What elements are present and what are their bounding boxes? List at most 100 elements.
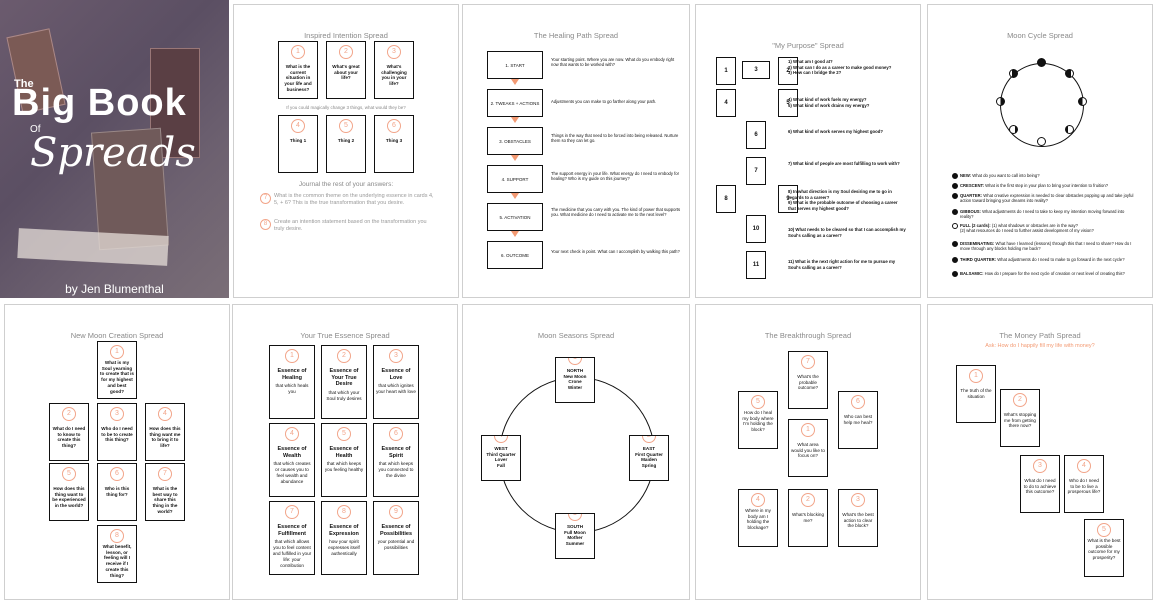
page-title: Your True Essence Spread bbox=[300, 331, 390, 340]
purpose-question: 1) What am I good at? 2) What can I do a… bbox=[788, 59, 892, 76]
gibbous-moon-icon bbox=[952, 209, 958, 215]
new-moon-icon bbox=[1037, 58, 1046, 67]
gibbous-moon-icon bbox=[1065, 125, 1074, 134]
purpose-question: 6) What kind of work serves my highest g… bbox=[788, 129, 884, 134]
page-title: "My Purpose" Spread bbox=[772, 41, 844, 50]
purpose-question: 7) What kind of people are most fulfilli… bbox=[788, 161, 900, 166]
purpose-question: 11) What is the next right action for me… bbox=[788, 259, 896, 270]
healing-step-box: 2. TWEAKS + ACTIONS bbox=[487, 89, 543, 117]
phase-legend-item: QUARTER: What creative expression is nee… bbox=[952, 193, 1136, 204]
page-title: Moon Cycle Spread bbox=[1007, 31, 1073, 40]
page-title: The Money Path Spread bbox=[999, 331, 1081, 340]
healing-step-desc: The medicine that you carry with you. Th… bbox=[551, 207, 681, 218]
phase-legend-item: BALSAMIC: How do I prepare for the next … bbox=[952, 271, 1136, 277]
cover-title-of: Of bbox=[30, 124, 41, 135]
moon-cycle-page[interactable]: Moon Cycle Spread NEW: What do you want … bbox=[927, 4, 1153, 298]
down-arrow-icon bbox=[511, 155, 519, 161]
healing-step-desc: Adjustments you can make to go farther a… bbox=[551, 99, 657, 104]
phase-legend-item: DISSEMINATING: What have I learned (less… bbox=[952, 241, 1136, 252]
position-box: 2 bbox=[778, 57, 798, 85]
balsamic-moon-icon bbox=[1009, 69, 1018, 78]
healing-step-desc: Things in the way that need to be forced… bbox=[551, 133, 679, 144]
cover-author: by Jen Blumenthal bbox=[65, 282, 164, 296]
position-box: 11 bbox=[746, 251, 766, 279]
page-title: Inspired Intention Spread bbox=[304, 31, 388, 40]
position-box: 4 bbox=[716, 89, 736, 117]
mid-prompt: If you could magically change 3 things, … bbox=[286, 105, 406, 110]
my-purpose-page[interactable]: "My Purpose" Spread 1 3 2 4 5 6 7 8 9 10… bbox=[695, 4, 921, 298]
new-moon-icon bbox=[952, 173, 958, 179]
healing-step-box: 6. OUTCOME bbox=[487, 241, 543, 269]
cover-title-big: Big Book bbox=[12, 82, 187, 124]
down-arrow-icon bbox=[511, 231, 519, 237]
position-box: 5 bbox=[778, 89, 798, 117]
position-box: 3 bbox=[742, 61, 770, 79]
purpose-question: 8) In what direction is my Soul desiring… bbox=[788, 189, 898, 211]
third-quarter-moon-icon bbox=[996, 97, 1005, 106]
healing-path-page[interactable]: The Healing Path Spread 1. START Your st… bbox=[462, 4, 690, 298]
cover-title-the: The bbox=[14, 78, 34, 90]
third-quarter-moon-icon bbox=[952, 257, 958, 263]
phase-legend-item: GIBBOUS: What adjustments do I need to t… bbox=[952, 209, 1136, 220]
phase-legend-item: CRESCENT: What is the first step in your… bbox=[952, 183, 1136, 189]
position-box: 8 bbox=[716, 185, 736, 213]
position-box: 10 bbox=[746, 215, 766, 243]
cover-title-script: Spreads bbox=[30, 130, 196, 176]
quarter-moon-icon bbox=[952, 193, 958, 199]
phase-legend-item: FULL (2 cards): (1) what shadows or obst… bbox=[952, 223, 1136, 234]
money-path-page[interactable]: The Money Path Spread Ask: How do I happ… bbox=[927, 304, 1153, 600]
healing-step-box: 1. START bbox=[487, 51, 543, 79]
cover-page[interactable]: The Big Book Of Spreads by Jen Blumentha… bbox=[0, 0, 229, 298]
cover-paper bbox=[17, 228, 169, 266]
healing-step-box: 3. OBSTACLES bbox=[487, 127, 543, 155]
page-title: The Breakthrough Spread bbox=[764, 331, 852, 340]
down-arrow-icon bbox=[511, 79, 519, 85]
healing-step-box: 5. ACTIVATION bbox=[487, 203, 543, 231]
balsamic-moon-icon bbox=[952, 271, 958, 277]
full-moon-icon bbox=[1037, 137, 1046, 146]
phase-legend-item: NEW: What do you want to call into being… bbox=[952, 173, 1136, 179]
purpose-question: 4) What kind of work fuels my energy? 5)… bbox=[788, 97, 870, 108]
page-title: Moon Seasons Spread bbox=[537, 331, 615, 340]
purpose-question: 10) What needs to be cleared so that I c… bbox=[788, 227, 906, 238]
position-box: 9 bbox=[778, 185, 798, 213]
journal-item: 8 Create an intention statement based on… bbox=[260, 219, 436, 233]
page-subtitle: Ask: How do I happily fill my life with … bbox=[985, 343, 1095, 349]
page-title: New Moon Creation Spread bbox=[70, 331, 164, 340]
